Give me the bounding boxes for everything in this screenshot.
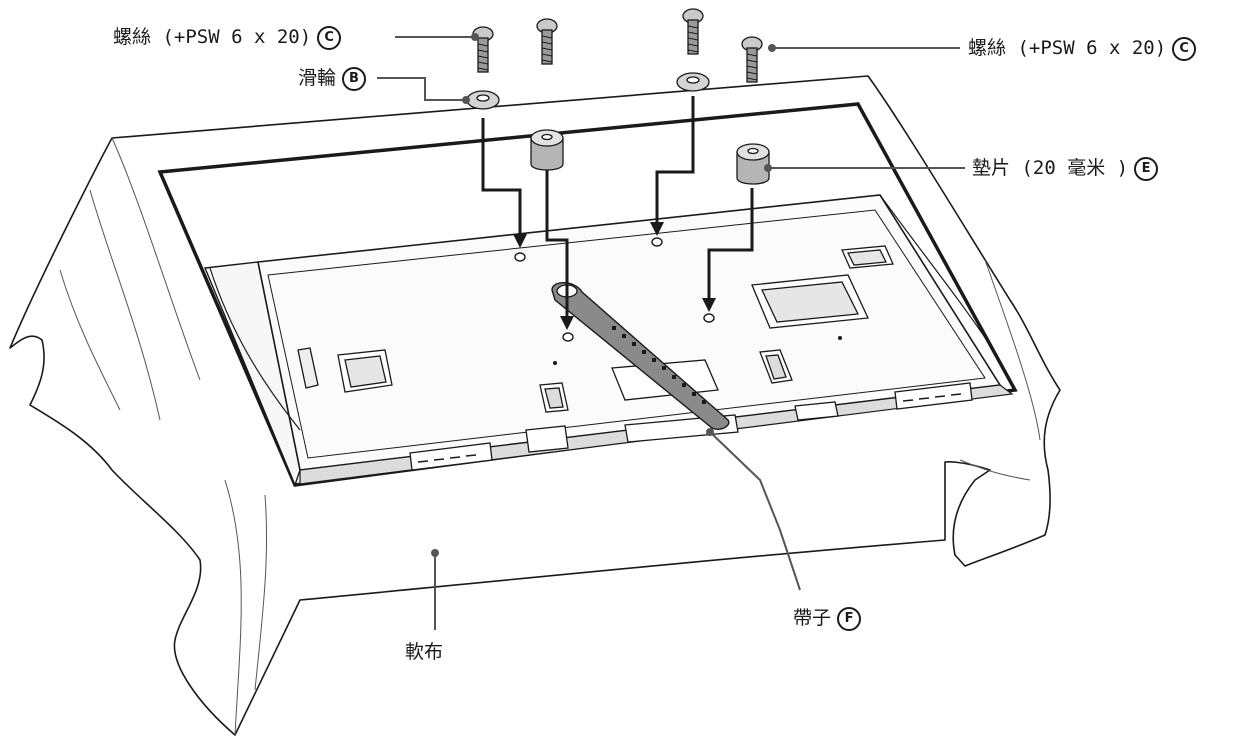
spacer-label-text: 墊片 (20 毫米 ): [972, 157, 1129, 179]
marker-c-icon: C: [317, 25, 342, 50]
cloth-folds: [59, 137, 1041, 736]
marker-f-icon: F: [837, 606, 862, 631]
callout-dots: [431, 33, 776, 557]
spacer-label: 墊片 (20 毫米 )E: [972, 156, 1159, 181]
screw-label-right: 螺絲 (+PSW 6 x 20)C: [968, 36, 1197, 61]
arrow-heads: [513, 222, 716, 330]
panel-dots: [553, 336, 842, 365]
spacer-icon: [530, 129, 770, 185]
mount-holes: [514, 237, 715, 342]
belt-label-text: 帶子: [793, 607, 832, 629]
screw-label-left-text: 螺絲 (+PSW 6 x 20): [113, 26, 312, 48]
screw-label-left: 螺絲 (+PSW 6 x 20)C: [113, 25, 342, 50]
washer-icon: [466, 72, 710, 110]
screw-label-right-text: 螺絲 (+PSW 6 x 20): [968, 37, 1167, 59]
cloth-label: 軟布: [405, 640, 443, 664]
marker-b-icon: B: [342, 66, 367, 91]
belt-icon: [551, 282, 730, 430]
marker-c-icon: C: [1172, 36, 1197, 61]
vent-slits: [417, 393, 962, 463]
callout-lines: [377, 36, 965, 630]
cloth-label-text: 軟布: [405, 641, 444, 663]
screw-icon: [472, 8, 763, 83]
guide-arrows: [481, 96, 754, 320]
belt-holes: [612, 326, 706, 404]
marker-e-icon: E: [1134, 156, 1159, 181]
washer-label-text: 滑輪: [298, 67, 337, 89]
